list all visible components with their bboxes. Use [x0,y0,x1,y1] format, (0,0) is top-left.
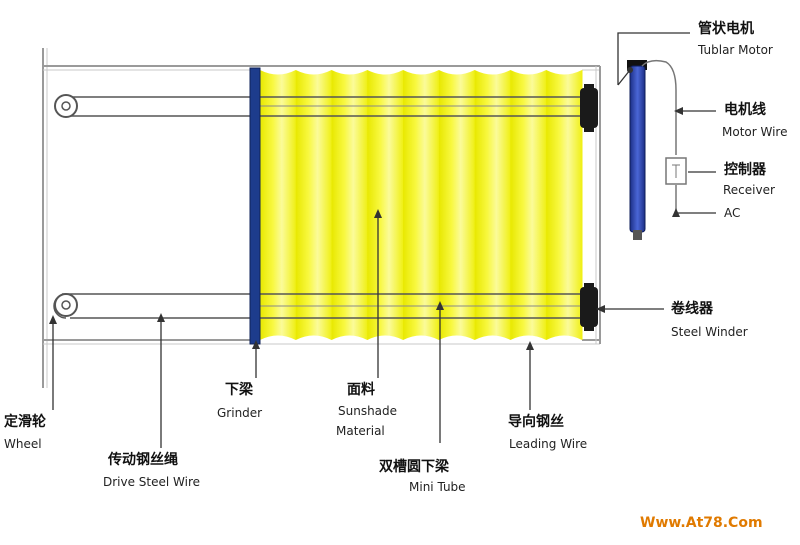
receiver-box [665,157,687,185]
motor-wire-label-zh: 电机线 [724,102,766,118]
grinder-label-en: Grinder [217,406,263,420]
sunshade-material-label-en1: Sunshade [338,404,398,418]
wheel-bottom [54,293,78,317]
tubular-motor-label-zh: 管状电机 [698,21,754,37]
fabric-pleat [438,70,476,340]
mini-tube-label-zh: 双槽圆下梁 [379,459,449,475]
fabric-pleat [367,70,404,340]
leading-wire-label-en: Leading Wire [509,437,588,451]
grinder-label-zh: 下梁 [225,382,253,398]
steel-winder-label-en: Steel Winder [671,325,748,339]
receiver-label-zh: 控制器 [724,162,766,178]
wheel-label-en: Wheel [4,437,42,451]
fabric-pleat [403,70,440,340]
fabric-pleat [474,70,511,340]
drive-steel-wire [53,96,590,319]
receiver-label-en: Receiver [723,183,775,197]
fabric-pleat [295,70,333,340]
sunshade-material [260,68,583,342]
steel-winder-bottom [580,283,598,331]
tubular-motor-label-en: Tublar Motor [698,43,773,57]
drive-steel-wire-label-zh: 传动钢丝绳 [108,452,178,468]
steel-winder-top [580,84,598,132]
wheel-top [54,94,78,118]
motor-wire [641,59,677,212]
leader-arrowheads [49,107,683,350]
leading-wire-label-zh: 导向钢丝 [508,414,564,430]
ac-label: AC [724,206,741,220]
tubular-motor [627,60,647,240]
wheel-label-zh: 定滑轮 [4,414,46,430]
watermark: Www.At78.Com [640,515,763,531]
sunshade-material-label-zh: 面料 [347,382,375,398]
fabric-pleat [331,70,368,340]
fabric-pleat [260,70,297,340]
drive-steel-wire-label-en: Drive Steel Wire [103,475,201,489]
grinder-beam [249,67,261,345]
motor-wire-label-en: Motor Wire [722,125,788,139]
fabric-pleat [510,70,547,340]
steel-winder-label-zh: 卷线器 [671,301,713,317]
leading-wire [255,105,590,307]
leader-lines [52,32,716,448]
mini-tube-label-en: Mini Tube [409,480,466,494]
sunshade-material-label-en2: Material [336,424,385,438]
fabric-pleat [546,70,583,340]
